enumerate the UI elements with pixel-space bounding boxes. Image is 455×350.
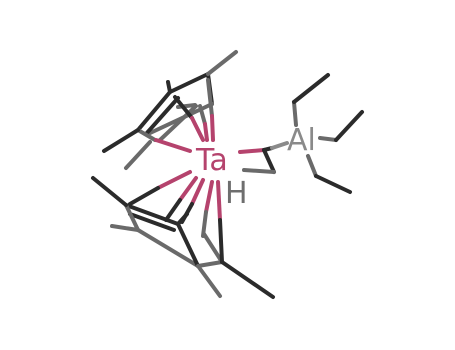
bond (190, 178, 205, 206)
bond (202, 232, 224, 264)
bond (318, 136, 338, 142)
bond (168, 72, 210, 94)
bond (196, 260, 224, 268)
methyl-bond (196, 264, 222, 298)
bond (292, 73, 330, 104)
methyl-bond (166, 80, 172, 94)
bond (136, 128, 157, 142)
bond (270, 141, 289, 150)
bond (124, 203, 180, 226)
methyl-bond (91, 176, 128, 207)
methyl-bond (102, 128, 140, 153)
bond (334, 110, 364, 142)
bond (203, 122, 209, 142)
bond (178, 176, 198, 202)
bond (210, 114, 215, 142)
bond (198, 104, 207, 126)
bond (176, 222, 200, 268)
bond (314, 174, 352, 194)
bond (292, 100, 298, 127)
bond (180, 202, 194, 224)
bond (136, 90, 172, 132)
methyl-bond (220, 260, 275, 299)
hydride-label: H (225, 176, 248, 211)
bond (136, 228, 200, 268)
ta-lower-ring-bonds (128, 170, 224, 264)
methyl-bond (110, 224, 140, 232)
bond (216, 180, 222, 222)
bond (156, 170, 192, 190)
bond (204, 180, 214, 214)
bond (164, 198, 182, 222)
bond (262, 148, 276, 174)
methyl-bond (124, 140, 152, 170)
bond (128, 186, 160, 206)
bond (173, 95, 194, 120)
bond (242, 168, 276, 174)
al-ethyl-groups (292, 73, 364, 194)
bond (124, 203, 140, 232)
bond (144, 96, 180, 136)
ta-upper-ring-bonds (154, 78, 215, 153)
ta-ch2-al-bridge (238, 141, 289, 174)
bond (128, 212, 176, 232)
aluminum-label: Al (287, 123, 316, 158)
bond (218, 218, 224, 264)
tantalum-label: Ta (195, 143, 228, 178)
methyl-bond (206, 50, 238, 76)
bond (201, 210, 208, 238)
bond (154, 138, 192, 153)
bond (206, 78, 214, 118)
bond (158, 104, 198, 142)
bond (306, 154, 318, 178)
bond (190, 116, 205, 142)
bond (238, 148, 266, 154)
